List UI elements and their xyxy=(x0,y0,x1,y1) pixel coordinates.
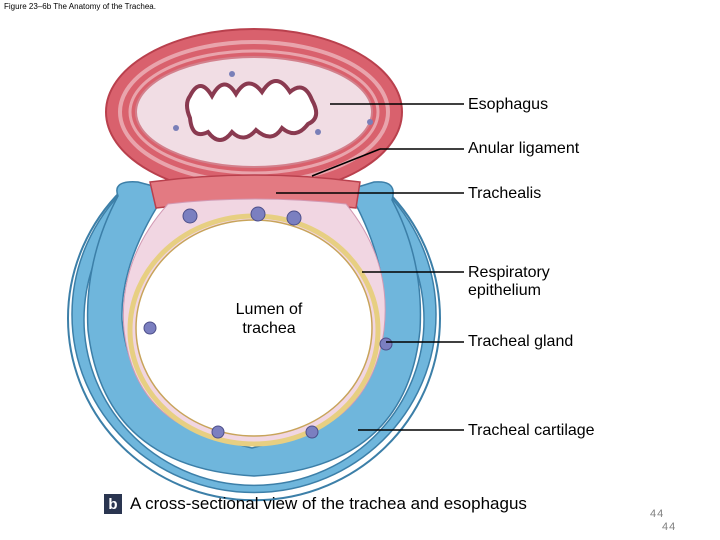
figure-caption: Figure 23–6b The Anatomy of the Trachea. xyxy=(4,2,156,11)
page-number-secondary: 44 xyxy=(662,521,677,533)
leader-anular-ligament xyxy=(311,148,381,177)
esophagus-graphic xyxy=(105,28,403,196)
label-trachealis: Trachealis xyxy=(468,185,542,202)
label-tracheal-cartilage: Tracheal cartilage xyxy=(468,422,595,439)
label-esophagus: Esophagus xyxy=(468,96,549,113)
page-number: 44 xyxy=(650,508,665,520)
view-caption-text: A cross-sectional view of the trachea an… xyxy=(130,494,527,513)
view-caption: b A cross-sectional view of the trachea … xyxy=(104,494,527,514)
label-respiratory-epithelium: Respiratory epithelium xyxy=(468,264,550,299)
label-anular-ligament: Anular ligament xyxy=(468,140,580,157)
panel-badge: b xyxy=(104,494,122,514)
label-lumen-of-trachea: Lumen of trachea xyxy=(235,301,303,337)
label-tracheal-gland: Tracheal gland xyxy=(468,333,574,350)
trachea-graphic xyxy=(67,174,441,502)
